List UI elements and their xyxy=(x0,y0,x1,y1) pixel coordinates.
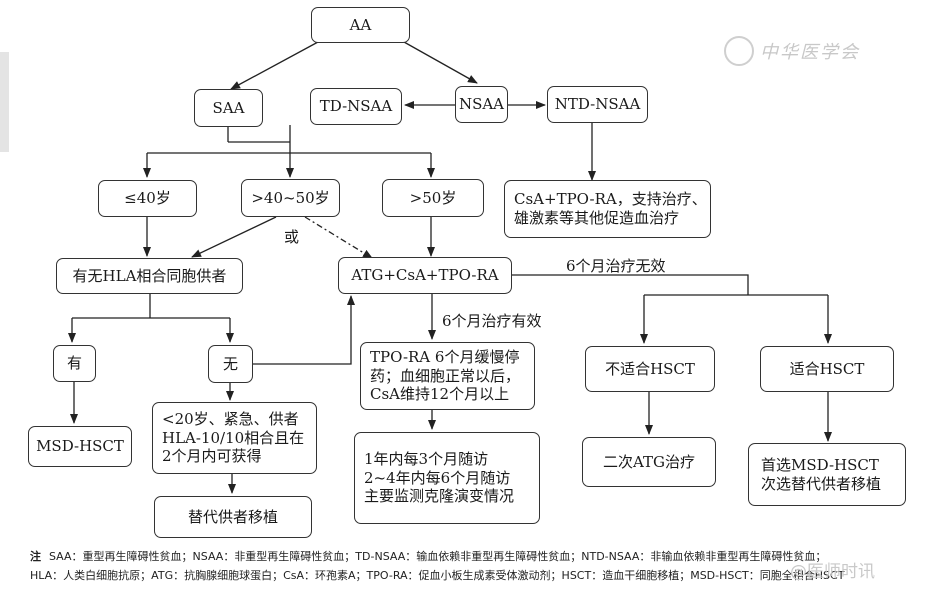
node-not-fit-hsct: 不适合HSCT xyxy=(585,346,715,392)
publisher-name: 中华医学会 xyxy=(760,42,860,63)
node-saa: SAA xyxy=(194,89,263,127)
edge-aa-saa xyxy=(230,41,319,90)
edge-4050-ist xyxy=(304,216,373,259)
node-none: 无 xyxy=(208,345,253,383)
node-alt-donor: 替代供者移植 xyxy=(154,496,312,538)
node-hla-donor: 有无HLA相合同胞供者 xyxy=(56,258,243,294)
label-effective: 6个月治疗有效 xyxy=(442,312,542,330)
urgent-line-2: HLA-10/10相合且在 xyxy=(162,428,305,447)
edge-4050-hla xyxy=(191,216,277,258)
footnote-text-1: SAA：重型再生障碍性贫血；NSAA：非重型再生障碍性贫血；TD-NSAA：输血… xyxy=(49,550,827,563)
first-choice-line-1: 首选MSD-HSCT xyxy=(761,455,879,474)
footnote-marker: 注 xyxy=(30,550,41,563)
followup-line-1: 1年内每3个月随访 xyxy=(364,449,489,468)
footnote-text-2: HLA：人类白细胞抗原；ATG：抗胸腺细胞球蛋白；CsA：环孢素A；TPO-RA… xyxy=(30,569,845,582)
seal-logo-icon xyxy=(724,36,754,66)
first-choice-line-2: 次选替代供者移植 xyxy=(761,474,882,493)
node-tpo-taper: TPO-RA 6个月缓慢停 药；血细胞正常以后， CsA维持12个月以上 xyxy=(360,342,535,410)
node-age-gt50: >50岁 xyxy=(382,179,484,217)
node-ntd-treatment: CsA+TPO-RA，支持治疗、 雄激素等其他促造血治疗 xyxy=(504,180,711,238)
node-urgent: <20岁、紧急、供者 HLA-10/10相合且在 2个月内可获得 xyxy=(152,402,317,474)
node-msd-hsct: MSD-HSCT xyxy=(28,426,132,467)
urgent-line-1: <20岁、紧急、供者 xyxy=(162,409,299,428)
node-aa: AA xyxy=(311,7,410,43)
node-td-nsaa: TD-NSAA xyxy=(310,88,402,125)
ntd-treatment-line-2: 雄激素等其他促造血治疗 xyxy=(514,209,680,227)
tpo-taper-line-3: CsA维持12个月以上 xyxy=(370,385,510,404)
node-age-40-50: >40~50岁 xyxy=(241,179,340,217)
tpo-taper-line-1: TPO-RA 6个月缓慢停 xyxy=(370,347,520,366)
urgent-line-3: 2个月内可获得 xyxy=(162,447,262,466)
node-has: 有 xyxy=(53,345,96,382)
label-ineffective: 6个月治疗无效 xyxy=(566,257,666,275)
node-age-le40: ≤40岁 xyxy=(98,180,197,217)
node-second-atg: 二次ATG治疗 xyxy=(582,437,716,487)
tpo-taper-line-2: 药；血细胞正常以后， xyxy=(370,366,521,385)
followup-line-3: 主要监测克隆演变情况 xyxy=(364,487,515,506)
edge-none-ist xyxy=(253,295,355,365)
node-ntd-nsaa: NTD-NSAA xyxy=(547,86,648,123)
node-ist: ATG+CsA+TPO-RA xyxy=(338,257,512,294)
node-nsaa: NSAA xyxy=(455,86,508,123)
edge-ist-ineffective xyxy=(512,274,749,295)
edge-aa-nsaa xyxy=(403,41,478,84)
publisher-watermark: 中华医学会 xyxy=(724,36,860,66)
node-followup: 1年内每3个月随访 2~4年内每6个月随访 主要监测克隆演变情况 xyxy=(354,432,540,524)
footnote-line-2: HLA：人类白细胞抗原；ATG：抗胸腺细胞球蛋白；CsA：环孢素A；TPO-RA… xyxy=(30,567,844,583)
ntd-treatment-line-1: CsA+TPO-RA，支持治疗、 xyxy=(514,190,707,209)
node-first-choice: 首选MSD-HSCT 次选替代供者移植 xyxy=(748,443,906,506)
left-edge-bar xyxy=(0,52,9,152)
followup-line-2: 2~4年内每6个月随访 xyxy=(364,468,511,487)
footnote-line-1: 注 SAA：重型再生障碍性贫血；NSAA：非重型再生障碍性贫血；TD-NSAA：输… xyxy=(30,548,826,564)
label-or: 或 xyxy=(284,228,300,246)
corner-watermark: @医师时讯 xyxy=(790,562,875,582)
node-fit-hsct: 适合HSCT xyxy=(760,346,894,392)
